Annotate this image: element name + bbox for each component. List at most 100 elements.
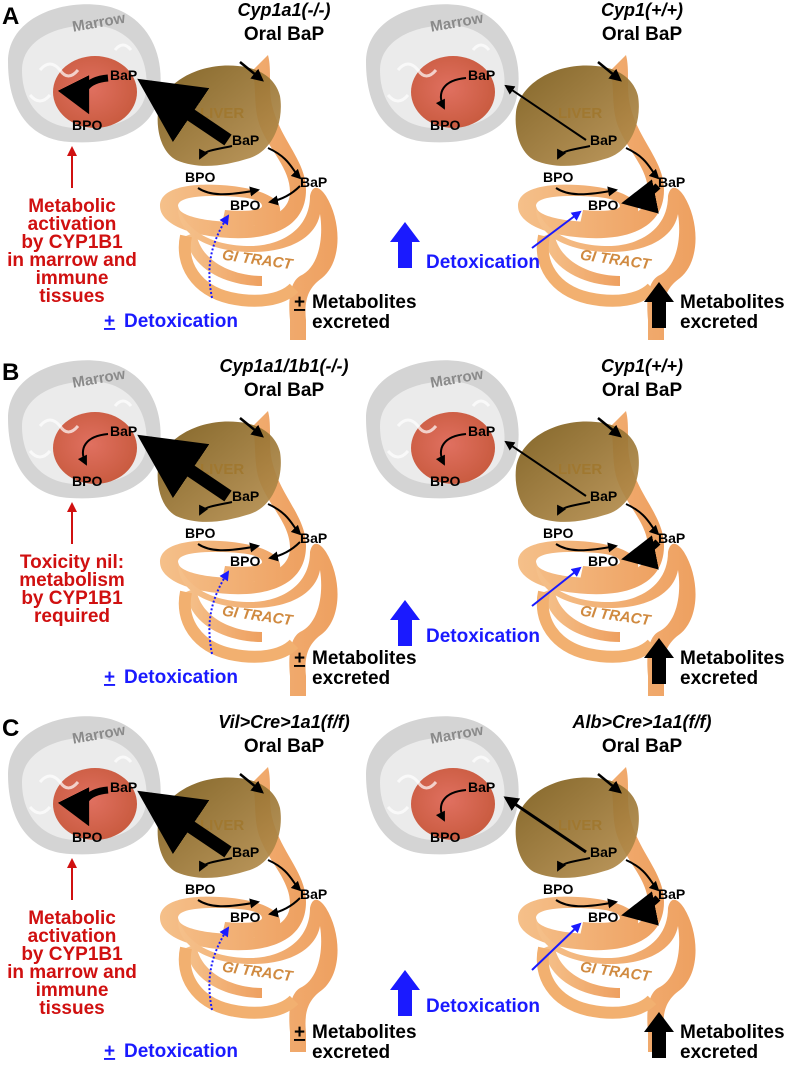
liver-bap: BaP bbox=[232, 132, 259, 148]
detox-label: Detoxication bbox=[124, 311, 238, 332]
met-line-2: excreted bbox=[312, 668, 390, 689]
liver-bpo: BPO bbox=[185, 881, 215, 897]
oral-bap-label: Oral BaP bbox=[602, 736, 683, 757]
liver-bpo: BPO bbox=[543, 881, 573, 897]
gut-bap-to-bpo-arrow bbox=[268, 541, 301, 562]
liver-to-marrow-arrow bbox=[137, 790, 232, 858]
bpo-to-gut-arrow bbox=[555, 898, 618, 909]
mouse-genotype: Cyp1a1(-/-) bbox=[237, 0, 330, 20]
liver-label: LIVER bbox=[200, 817, 244, 834]
note-line-5: immune bbox=[36, 268, 109, 289]
note-line-2: activation bbox=[28, 214, 117, 235]
gut-bpo: BPO bbox=[588, 909, 618, 925]
liver-to-gut-arrow bbox=[267, 859, 302, 892]
liver-bap: BaP bbox=[590, 488, 617, 504]
liver-to-gut-arrow bbox=[625, 503, 660, 536]
mouse-genotype: Cyp1(+/+) bbox=[601, 0, 683, 20]
marrow-activation-arrow bbox=[435, 789, 467, 822]
gut-bap: BaP bbox=[300, 886, 327, 902]
panel-letter: B bbox=[2, 359, 19, 386]
note-line-4: in marrow and bbox=[7, 962, 137, 983]
met-line-1: Metabolites bbox=[312, 292, 417, 313]
marrow-bpo: BPO bbox=[72, 829, 102, 845]
gut-bap: BaP bbox=[658, 886, 685, 902]
liver-label: LIVER bbox=[200, 105, 244, 122]
liver-label: LIVER bbox=[558, 105, 602, 122]
detox-plusminus: + bbox=[104, 667, 115, 688]
gut-bap-to-bpo-arrow bbox=[621, 535, 661, 570]
liver-bpo: BPO bbox=[185, 169, 215, 185]
note-line-6: tissues bbox=[39, 998, 104, 1019]
marrow-bpo: BPO bbox=[72, 117, 102, 133]
marrow-bpo: BPO bbox=[72, 473, 102, 489]
detox-label: Detoxication bbox=[426, 626, 540, 647]
liver-bpo: BPO bbox=[185, 525, 215, 541]
panel-b-figure: B Marrow LIVER GI TRACT Cyp1a1/1b1(-/-) … bbox=[2, 356, 785, 712]
gut-bpo: BPO bbox=[230, 909, 260, 925]
met-line-1: Metabolites bbox=[680, 648, 785, 669]
note-line-2: metabolism bbox=[19, 570, 125, 591]
gut-bpo: BPO bbox=[588, 553, 618, 569]
oral-bap-label: Oral BaP bbox=[244, 380, 325, 401]
met-line-2: excreted bbox=[680, 668, 758, 689]
met-line-1: Metabolites bbox=[680, 292, 785, 313]
note-line-3: by CYP1B1 bbox=[21, 232, 123, 253]
detox-label: Detoxication bbox=[426, 996, 540, 1017]
liver-metab-arrow bbox=[557, 145, 591, 160]
gut-bap-to-bpo-arrow bbox=[621, 179, 661, 214]
met-line-2: excreted bbox=[312, 312, 390, 333]
met-line-2: excreted bbox=[312, 1042, 390, 1063]
liver-metab-arrow bbox=[199, 501, 233, 516]
gut-bpo: BPO bbox=[230, 553, 260, 569]
gi-label: GI TRACT bbox=[579, 247, 653, 274]
marrow-bpo: BPO bbox=[430, 473, 460, 489]
left-diagram: Marrow LIVER GI TRACT Cyp1a1/1b1(-/-) Or… bbox=[8, 356, 417, 696]
panel-a: A Marrow LIVER GI TRACT Cyp1a1(-/-) Oral… bbox=[0, 0, 797, 356]
bpo-to-gut-arrow bbox=[197, 542, 260, 553]
gut-bap-to-bpo-arrow bbox=[268, 897, 301, 918]
left-diagram: Marrow LIVER GI TRACT Vil>Cre>1a1(f/f) O… bbox=[7, 712, 417, 1063]
detox-arrow bbox=[208, 214, 230, 299]
gut-bap: BaP bbox=[300, 174, 327, 190]
gut-bap: BaP bbox=[658, 174, 685, 190]
met-line-1: Metabolites bbox=[680, 1022, 785, 1043]
marrow-bap: BaP bbox=[468, 67, 495, 83]
gut-bap-to-bpo-arrow bbox=[268, 185, 301, 206]
marrow-activation-arrow bbox=[77, 433, 109, 466]
detox-plusminus: + bbox=[104, 1041, 115, 1062]
left-diagram: Marrow LIVER GI TRACT Cyp1a1(-/-) Oral B… bbox=[7, 0, 417, 340]
liver-bap: BaP bbox=[232, 488, 259, 504]
met-line-1: Metabolites bbox=[312, 1022, 417, 1043]
liver-to-gut-arrow bbox=[625, 859, 660, 892]
note-line-5: immune bbox=[36, 980, 109, 1001]
panel-a-figure: A Marrow LIVER GI TRACT Cyp1a1(-/-) Oral… bbox=[2, 0, 785, 356]
liver-metab-arrow bbox=[557, 857, 591, 872]
liver-to-gut-arrow bbox=[267, 147, 302, 180]
note-line-3: by CYP1B1 bbox=[21, 944, 123, 965]
liver-to-gut-arrow bbox=[267, 503, 302, 536]
increase-arrow-black bbox=[644, 1012, 674, 1058]
liver-metab-arrow bbox=[199, 857, 233, 872]
marrow-bpo: BPO bbox=[430, 117, 460, 133]
oral-dose-arrow bbox=[597, 61, 622, 82]
increase-arrow-black bbox=[644, 638, 674, 684]
mouse-genotype: Alb>Cre>1a1(f/f) bbox=[571, 712, 711, 732]
increase-arrow-blue bbox=[390, 600, 420, 646]
liver-bap: BaP bbox=[232, 844, 259, 860]
liver-label: LIVER bbox=[200, 461, 244, 478]
met-line-2: excreted bbox=[680, 1042, 758, 1063]
detox-arrow bbox=[208, 926, 230, 1011]
right-diagram: Marrow LIVER GI TRACT Alb>Cre>1a1(f/f) O… bbox=[366, 712, 785, 1063]
detox-arrow bbox=[208, 570, 230, 655]
detox-label: Detoxication bbox=[426, 252, 540, 273]
increase-arrow-blue bbox=[390, 970, 420, 1016]
liver-bpo: BPO bbox=[543, 169, 573, 185]
right-diagram: Marrow LIVER GI TRACT Cyp1(+/+) Oral BaP… bbox=[366, 356, 785, 696]
marrow-bap: BaP bbox=[468, 779, 495, 795]
gi-label: GI TRACT bbox=[221, 959, 295, 986]
gut-bap: BaP bbox=[300, 530, 327, 546]
met-line-1: Metabolites bbox=[312, 648, 417, 669]
gut-bpo: BPO bbox=[230, 197, 260, 213]
marrow-activation-arrow bbox=[57, 74, 109, 115]
oral-dose-arrow bbox=[597, 417, 622, 438]
